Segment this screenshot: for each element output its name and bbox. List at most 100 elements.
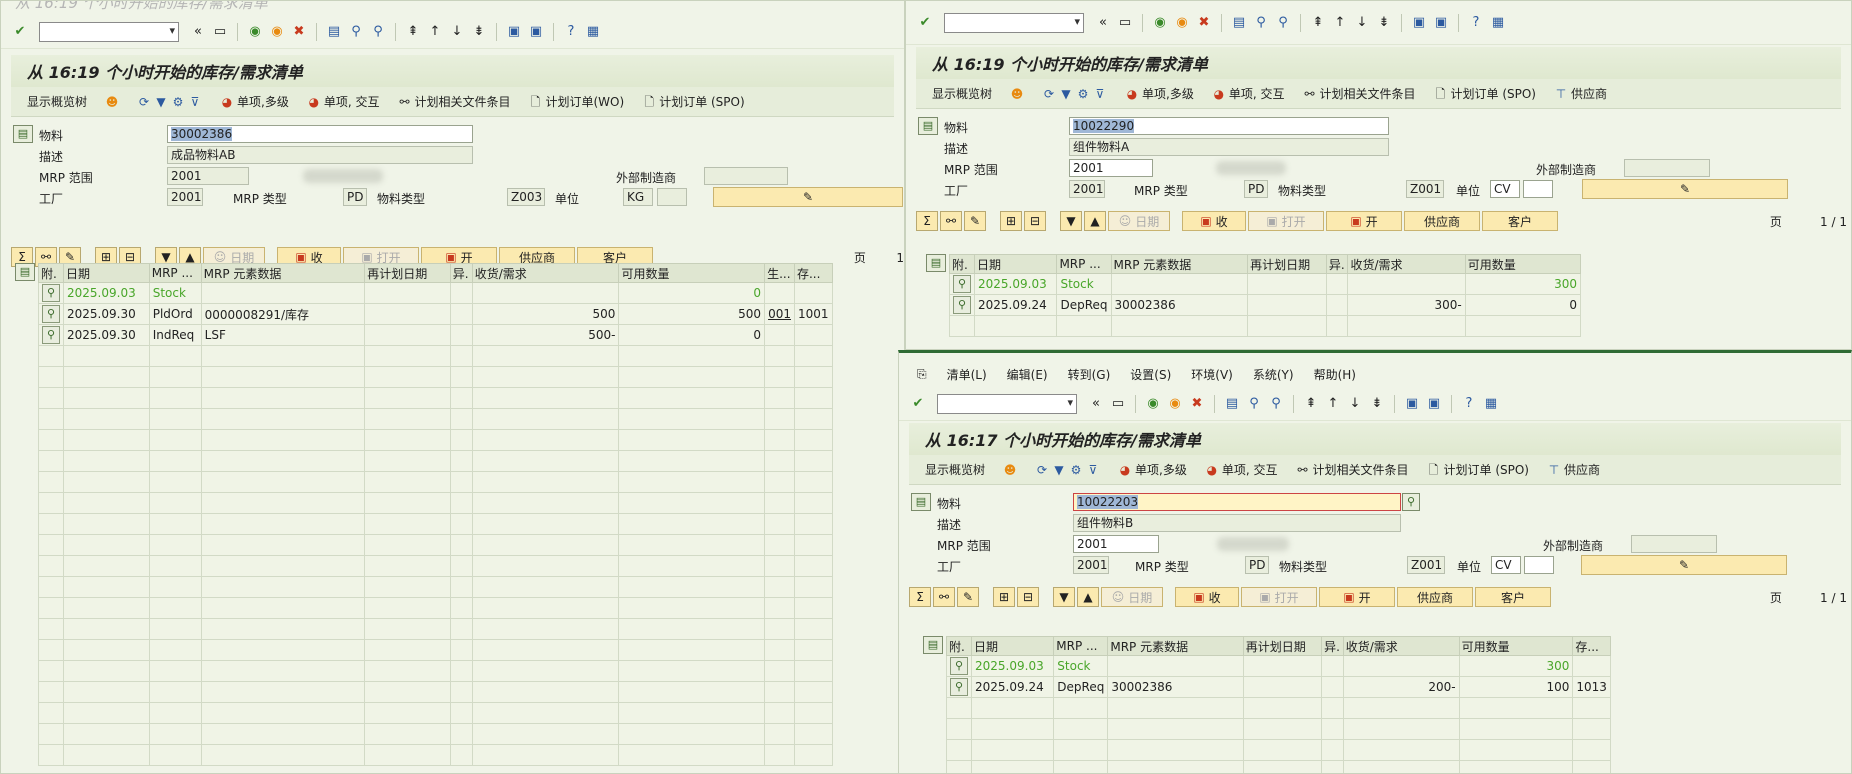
sort-up-icon[interactable]: ▲ [1077,587,1099,607]
settings-icon[interactable]: ⚙ [1077,86,1089,101]
help-icon[interactable]: ? [567,24,575,39]
save-icon[interactable]: ▭ [1118,15,1132,30]
exit-icon[interactable]: ◉ [271,24,283,39]
open-button[interactable]: ▣打开 [1248,211,1324,231]
magnifier-icon[interactable]: ⚲ [42,305,60,323]
find-next-icon[interactable]: ⚲ [373,24,383,39]
col-receipt-req[interactable]: 收货/需求 [1342,636,1460,656]
find-next-icon[interactable]: ⚲ [1271,396,1281,411]
history-icon[interactable]: « [1099,15,1107,30]
open-button[interactable]: ▣打开 [1241,587,1317,607]
menu-system[interactable]: 系统(Y) [1252,367,1294,382]
single-multi-button[interactable]: ◕单项,多级 [220,93,289,110]
back-icon[interactable]: ◉ [249,24,261,39]
col-reschedule[interactable]: 再计划日期 [364,263,451,283]
history-icon[interactable]: « [1092,396,1100,411]
refresh-icon[interactable]: ⟳ [1043,86,1055,101]
col-attach[interactable]: 附. [949,254,975,274]
date-button[interactable]: ☺日期 [1108,211,1170,231]
route-icon[interactable]: ⚯ [35,247,57,267]
edit-button[interactable]: ✎ [713,187,903,207]
material-select-icon[interactable]: ▤ [911,493,931,511]
expand-icon[interactable]: ⊞ [993,587,1015,607]
back-icon[interactable]: ◉ [1154,15,1166,30]
col-exception[interactable]: 异. [449,263,473,283]
person-icon[interactable]: ☻ [1003,462,1017,477]
date-button[interactable]: ☺日期 [203,247,265,267]
select-all-icon[interactable]: ▤ [923,636,943,654]
col-mrp[interactable]: MRP ... [1056,254,1112,274]
cancel-icon[interactable]: ✖ [1191,396,1203,411]
col-reschedule[interactable]: 再计划日期 [1247,254,1327,274]
last-page-icon[interactable]: ⇟ [1378,15,1390,30]
find-next-icon[interactable]: ⚲ [1278,15,1288,30]
next-page-icon[interactable]: ↓ [451,24,463,39]
col-attach[interactable]: 附. [946,636,972,656]
save-icon[interactable]: ▭ [1111,396,1125,411]
table-row[interactable]: ⚲ 2025.09.24 DepReq 30002386 300- 0 [949,294,1582,316]
back-icon[interactable]: ◉ [1147,396,1159,411]
next-page-icon[interactable]: ↓ [1349,396,1361,411]
pencil-icon[interactable]: ✎ [964,211,986,231]
col-receipt-req[interactable]: 收货/需求 [471,263,620,283]
menu-settings[interactable]: 设置(S) [1130,367,1172,382]
magnifier-icon[interactable]: ⚲ [42,284,60,302]
col-prod[interactable]: 生... [764,263,795,283]
col-attach[interactable]: 附. [38,263,64,283]
magnifier-icon[interactable]: ⚲ [950,657,968,675]
edit-button[interactable]: ✎ [1581,555,1787,575]
menu-edit[interactable]: 编辑(E) [1006,367,1048,382]
sort-down-icon[interactable]: ▼ [1053,587,1075,607]
search-help-icon[interactable]: ⚲ [1402,493,1420,511]
table-row[interactable]: ⚲ 2025.09.03 Stock 300 [946,655,1611,677]
vendor-button[interactable]: ⊤供应商 [1554,85,1607,102]
magnifier-icon[interactable]: ⚲ [953,275,971,293]
enter-icon[interactable]: ✔ [912,396,924,411]
magnifier-icon[interactable]: ⚲ [950,678,968,696]
cancel-icon[interactable]: ✖ [293,24,305,39]
col-mrp-element[interactable]: MRP 元素数据 [1107,636,1244,656]
find-icon[interactable]: ⚲ [351,24,361,39]
exit-icon[interactable]: ◉ [1176,15,1188,30]
last-page-icon[interactable]: ⇟ [473,24,485,39]
shortcut-icon[interactable]: ▣ [1434,15,1448,30]
plan-docs-button[interactable]: ⚯计划相关文件条目 [1295,461,1408,478]
vendor-button[interactable]: 供应商 [1397,587,1473,607]
settings-icon[interactable]: ⚙ [1070,462,1082,477]
delete-filter-icon[interactable]: ⊽ [1095,86,1105,101]
filter-icon[interactable]: ▼ [1061,86,1071,101]
table-row[interactable]: ⚲ 2025.09.24 DepReq 30002386 200- 100 10… [946,676,1611,698]
refresh-icon[interactable]: ⟳ [1036,462,1048,477]
prev-page-icon[interactable]: ↑ [429,24,441,39]
menu-list[interactable]: 清单(L) [946,367,987,382]
col-storage[interactable]: 存... [1572,636,1611,656]
layout-icon[interactable]: ▦ [1484,396,1498,411]
vendor-button[interactable]: 供应商 [499,247,575,267]
single-interactive-button[interactable]: ◕单项, 交互 [1212,85,1285,102]
plan-order-spo-button[interactable]: 🗋计划订单 (SPO) [1434,85,1536,102]
select-all-icon[interactable]: ▤ [15,263,35,281]
shortcut-icon[interactable]: ▣ [529,24,543,39]
col-date[interactable]: 日期 [63,263,150,283]
filter-icon[interactable]: ▼ [1054,462,1064,477]
customer-button[interactable]: 客户 [1475,587,1551,607]
menu-exit-icon[interactable]: ⎘ [917,366,927,381]
col-mrp-element[interactable]: MRP 元素数据 [1110,254,1249,274]
col-mrp-element[interactable]: MRP 元素数据 [200,263,366,283]
sort-down-icon[interactable]: ▼ [1060,211,1082,231]
cancel-icon[interactable]: ✖ [1198,15,1210,30]
find-icon[interactable]: ⚲ [1249,396,1259,411]
person-icon[interactable]: ☻ [105,94,119,109]
person-icon[interactable]: ☻ [1010,86,1024,101]
help-icon[interactable]: ? [1472,15,1480,30]
vendor-button[interactable]: 供应商 [1404,211,1480,231]
plan-order-spo-button[interactable]: 🗋计划订单 (SPO) [642,93,744,110]
first-page-icon[interactable]: ⇞ [1305,396,1317,411]
layout-icon[interactable]: ▦ [586,24,600,39]
refresh-icon[interactable]: ⟳ [138,94,150,109]
col-exception[interactable]: 异. [1321,636,1344,656]
pencil-icon[interactable]: ✎ [957,587,979,607]
command-field[interactable] [39,21,179,42]
new-session-icon[interactable]: ▣ [1412,15,1426,30]
new-session-icon[interactable]: ▣ [1405,396,1419,411]
